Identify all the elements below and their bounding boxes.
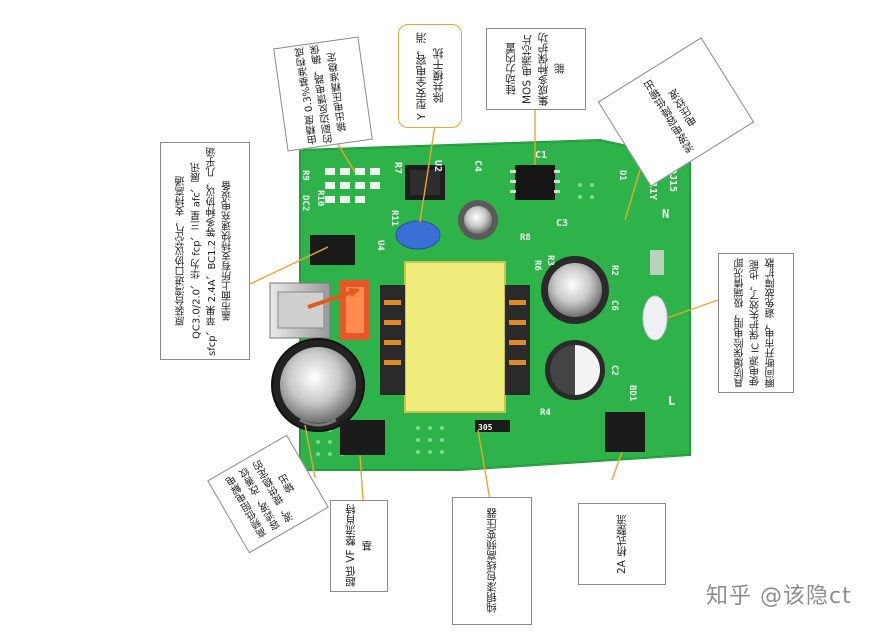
y-capacitor <box>395 220 441 250</box>
annotation-protocol-chip: 原装台湾进口协议芯片，支持高通 QC3.0/2.0、华为 fcp、三星 afc、… <box>160 142 250 360</box>
silk-c6: C6 <box>609 300 619 311</box>
mos-chip <box>515 165 555 200</box>
silk-305: 305 <box>478 423 493 432</box>
annotation-rectifier: 超低 VF 整流肖特基 <box>330 500 388 592</box>
resistor-array <box>325 168 380 203</box>
protocol-arrow <box>307 288 359 309</box>
watermark: 知乎 @该隐ct <box>706 584 852 609</box>
silk-r11: R11 <box>389 210 399 226</box>
annotation-fuse-resistor: 具防爆保险电阻，极端情况即使电源 IC 保护失效了，也能瞬间断开市电，避免故障扩… <box>718 253 794 393</box>
silk-r2: R2 <box>609 265 619 276</box>
silk-r8: R8 <box>520 233 531 243</box>
silk-r9: R9 <box>300 170 310 181</box>
silk-n: N <box>662 207 669 221</box>
transformer <box>404 261 506 413</box>
silk-l: L <box>668 394 675 408</box>
fuse-resistor <box>642 295 668 341</box>
silk-r4: R4 <box>540 408 551 418</box>
annotation-mos-chip: 硅动力内置 MOS 电源芯片集成多种保护功能 <box>486 28 586 110</box>
silk-r10: R10 <box>315 190 325 206</box>
silk-dc2: DC2 <box>300 195 310 211</box>
silk-r3: R3 <box>545 255 555 266</box>
silk-c4: C4 <box>472 160 483 172</box>
silk-u2: U2 <box>432 160 443 172</box>
annotation-y-capacitor: Y 型安全电容，消除共模干扰 <box>398 24 462 128</box>
schottky-rectifier <box>340 420 385 455</box>
bridge-rectifier <box>605 412 645 452</box>
callout-lines <box>247 108 719 501</box>
silk-u4: U4 <box>375 240 385 251</box>
annotation-transformer: 纯铜漆包线高频变压器 <box>452 497 532 625</box>
annotation-bridge: 2A 桥式整流 <box>578 503 666 585</box>
silk-r7: R7 <box>392 162 403 174</box>
annotation-precision-feedback: 由精度 0.3%基准构成的副边反馈电路，确保输出电压精准稳定 <box>273 36 373 152</box>
silk-d1: D1 <box>617 170 627 181</box>
silk-r6: R6 <box>532 260 542 271</box>
silk-c2: C2 <box>609 365 619 376</box>
silk-c1: C1 <box>535 150 547 161</box>
chip-u4 <box>310 235 355 265</box>
silk-tag: DJ15 <box>667 168 678 192</box>
silk-c3: C3 <box>556 218 568 229</box>
silk-bd1: BD1 <box>627 385 637 401</box>
